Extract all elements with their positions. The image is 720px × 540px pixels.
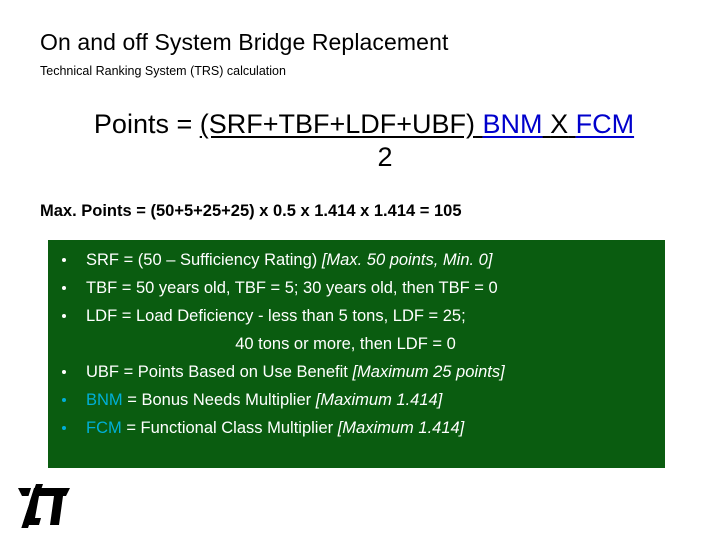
formula-denominator: 2 bbox=[377, 142, 393, 172]
bullet-dot-icon bbox=[62, 370, 66, 374]
formula-bnm: BNM bbox=[482, 109, 543, 139]
definition-term: SRF bbox=[86, 251, 119, 269]
bullet-dot-icon bbox=[62, 426, 66, 430]
formula-fcm: FCM bbox=[575, 109, 635, 139]
page-subtitle: Technical Ranking System (TRS) calculati… bbox=[40, 64, 286, 78]
bullet-dot-icon bbox=[62, 258, 66, 262]
definition-note: [Maximum 1.414] bbox=[315, 391, 443, 409]
max-points-line: Max. Points = (50+5+25+25) x 0.5 x 1.414… bbox=[40, 202, 462, 220]
page-title: On and off System Bridge Replacement bbox=[40, 29, 449, 55]
definition-note: [Maximum 1.414] bbox=[337, 419, 465, 437]
definition-body: = Functional Class Multiplier bbox=[121, 419, 338, 437]
definition-body: = Points Based on Use Benefit bbox=[119, 363, 353, 381]
trs-formula: Points = (SRF+TBF+LDF+UBF) BNM X FCM 2 bbox=[40, 107, 688, 173]
pi-monogram-logo-icon bbox=[12, 482, 76, 530]
definition-term: LDF bbox=[86, 307, 118, 325]
definition-body: = 50 years old, TBF = 5; 30 years old, t… bbox=[117, 279, 498, 297]
definition-term: FCM bbox=[86, 419, 122, 437]
bullet-dot-icon bbox=[62, 398, 66, 402]
formula-multiply-symbol: X bbox=[550, 109, 569, 139]
definition-term: BNM bbox=[86, 391, 123, 409]
bullet-dot-icon bbox=[62, 286, 66, 290]
definition-note: [Maximum 25 points] bbox=[352, 363, 505, 381]
definition-body: = Load Deficiency - less than 5 tons, LD… bbox=[117, 307, 466, 325]
definitions-panel: SRF = (50 – Sufficiency Rating) [Max. 50… bbox=[48, 240, 665, 468]
formula-lead: Points = bbox=[93, 109, 200, 139]
definition-note: [Max. 50 points, Min. 0] bbox=[321, 251, 493, 269]
formula-numerator-terms: (SRF+TBF+LDF+UBF) bbox=[199, 109, 476, 139]
definition-body: = (50 – Sufficiency Rating) bbox=[119, 251, 322, 269]
definition-term: UBF bbox=[86, 363, 119, 381]
formula-space-1 bbox=[475, 109, 483, 139]
list-item: UBF = Points Based on Use Benefit [Maxim… bbox=[48, 358, 665, 386]
definition-term: TBF bbox=[86, 279, 118, 297]
definition-continuation-line: 40 tons or more, then LDF = 0 bbox=[235, 335, 456, 353]
formula-space-2 bbox=[568, 109, 576, 139]
formula-numerator-row: Points = (SRF+TBF+LDF+UBF) BNM X FCM bbox=[40, 107, 688, 141]
list-item: TBF = 50 years old, TBF = 5; 30 years ol… bbox=[48, 274, 665, 302]
formula-operator bbox=[543, 109, 551, 139]
list-item: LDF = Load Deficiency - less than 5 tons… bbox=[48, 302, 665, 330]
bullet-dot-icon bbox=[62, 314, 66, 318]
definitions-list: SRF = (50 – Sufficiency Rating) [Max. 50… bbox=[48, 246, 665, 442]
definition-body: = Bonus Needs Multiplier bbox=[122, 391, 316, 409]
list-item: FCM = Functional Class Multiplier [Maxim… bbox=[48, 414, 665, 442]
list-item: BNM = Bonus Needs Multiplier [Maximum 1.… bbox=[48, 386, 665, 414]
list-item: SRF = (50 – Sufficiency Rating) [Max. 50… bbox=[48, 246, 665, 274]
